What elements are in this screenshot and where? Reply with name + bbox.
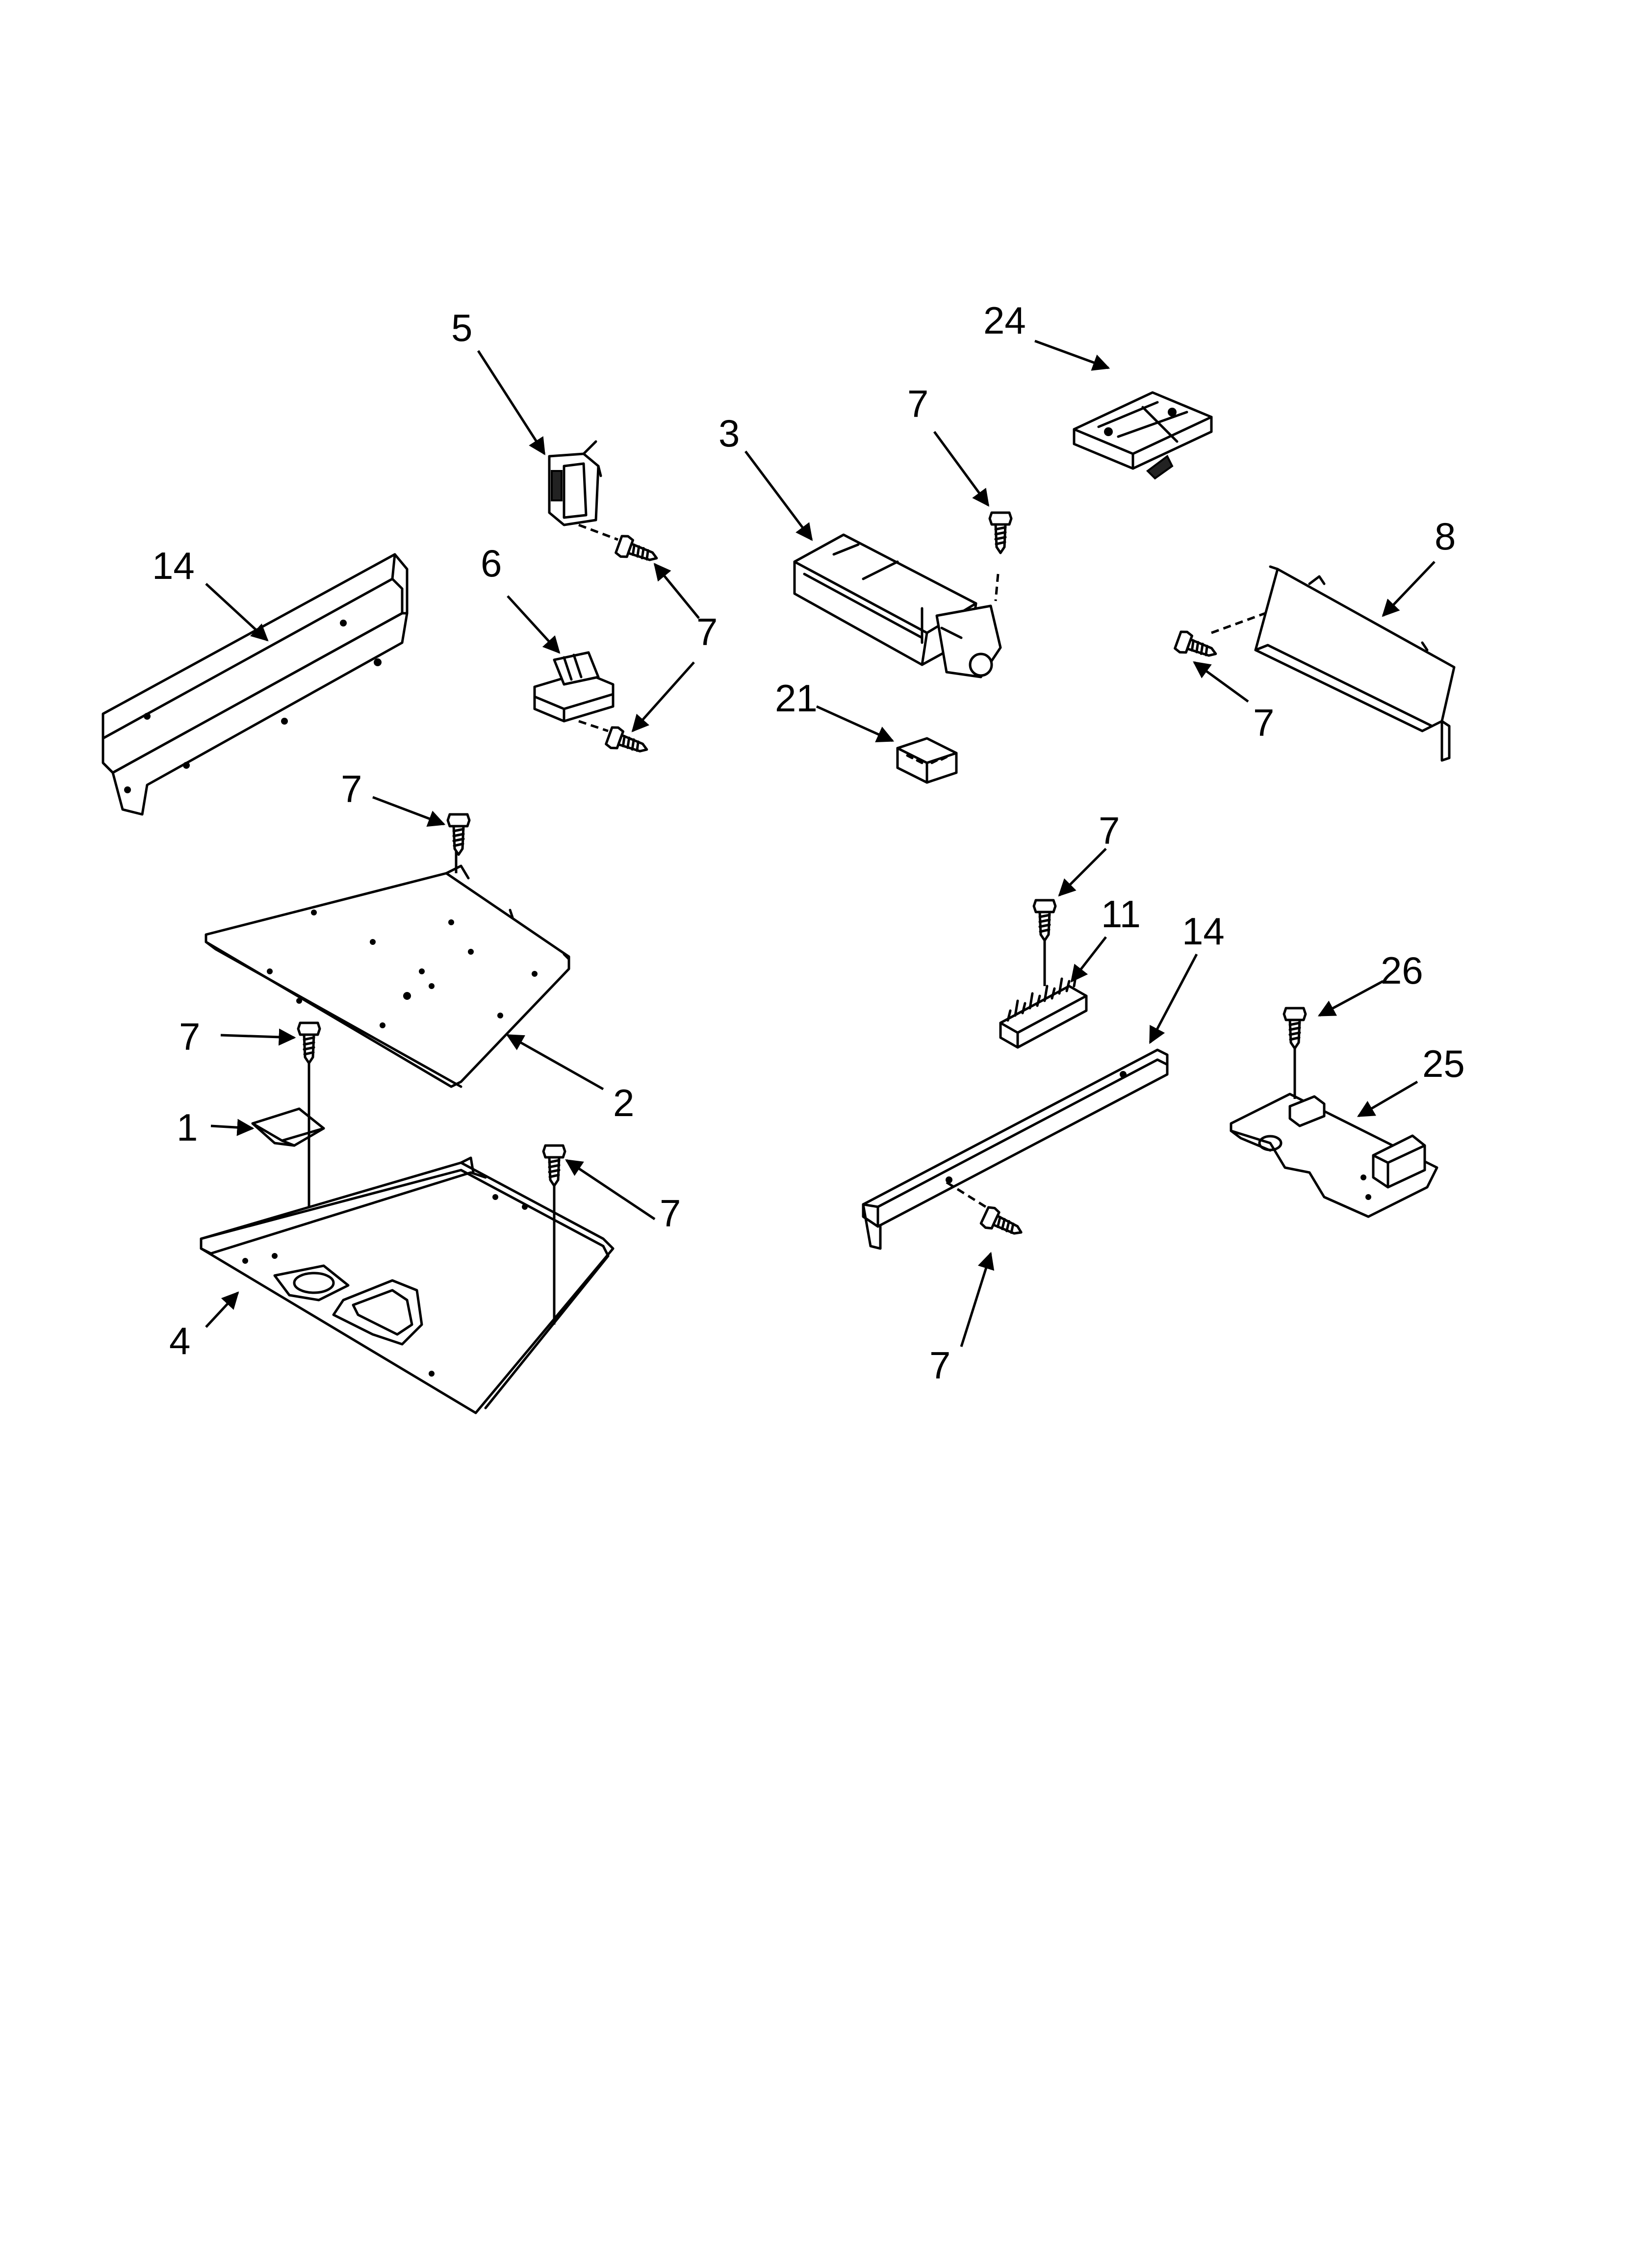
rail-part-14-right — [862, 1048, 1169, 1250]
callout-8: 8 — [1435, 515, 1456, 558]
callout-14: 14 — [1182, 910, 1225, 953]
screw-3 — [990, 513, 1011, 553]
callout-7: 7 — [1099, 809, 1120, 852]
callout-5: 5 — [451, 306, 472, 349]
callout-6: 6 — [481, 542, 502, 585]
callout-labels: 5 3 24 7 14 6 7 21 8 7 7 7 11 14 26 25 7… — [152, 299, 1465, 1387]
callout-26: 26 — [1381, 949, 1423, 992]
callout-2: 2 — [613, 1081, 634, 1124]
callout-11: 11 — [1101, 892, 1141, 936]
callout-24: 24 — [983, 299, 1026, 342]
control-assembly-part-3 — [793, 533, 1002, 678]
callout-7: 7 — [1253, 701, 1274, 744]
switch-part-5 — [548, 440, 602, 526]
base-part-4 — [200, 1156, 615, 1414]
transformer-part-6 — [533, 651, 615, 723]
callout-7: 7 — [696, 610, 718, 653]
callout-4: 4 — [169, 1319, 190, 1362]
rail-part-14-left — [102, 553, 409, 816]
plate-part-2 — [205, 864, 570, 1088]
screw-4 — [543, 1146, 565, 1186]
callout-14: 14 — [152, 544, 195, 587]
callout-1: 1 — [177, 1106, 198, 1149]
terminal-part-21 — [896, 737, 958, 784]
screw-2 — [448, 814, 469, 855]
screw-14 — [980, 1205, 1026, 1242]
panel-part-8 — [1254, 565, 1456, 762]
screw-1 — [298, 1023, 320, 1063]
callout-7: 7 — [179, 1015, 200, 1058]
screw-8 — [1174, 630, 1219, 664]
callout-3: 3 — [718, 412, 740, 455]
screw-5 — [615, 534, 660, 568]
callout-7: 7 — [660, 1192, 681, 1235]
callout-21: 21 — [775, 677, 818, 720]
callout-7: 7 — [907, 382, 928, 425]
wire-clip-part-11 — [999, 970, 1088, 1049]
screw-25 — [1284, 1008, 1306, 1048]
bracket-part-24 — [1073, 391, 1213, 480]
bracket-part-25 — [1230, 1093, 1438, 1218]
clip-part-1 — [251, 1107, 325, 1147]
screw-11 — [1034, 900, 1055, 940]
callout-25: 25 — [1422, 1042, 1465, 1085]
callout-7: 7 — [929, 1344, 950, 1387]
callout-7: 7 — [341, 767, 362, 810]
screw-6 — [605, 726, 650, 759]
leaders — [205, 339, 1436, 1347]
